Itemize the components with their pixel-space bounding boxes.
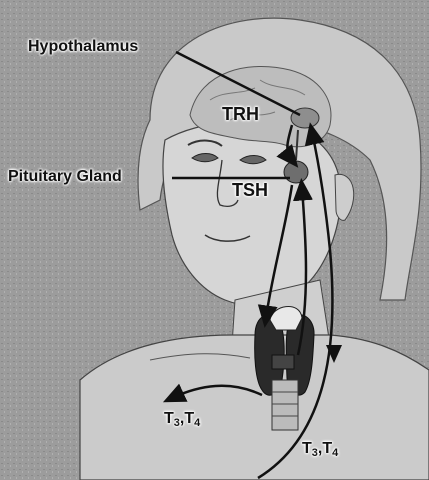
t3-t4-right-t: T xyxy=(302,440,312,457)
hypothalamus-blob xyxy=(291,108,319,128)
tsh-label: TSH xyxy=(232,180,268,201)
hypothalamus-label: Hypothalamus xyxy=(28,38,138,56)
t3-t4-label-right: T3,T4 xyxy=(302,440,338,459)
pituitary-gland-label: Pituitary Gland xyxy=(8,168,122,186)
t3-t4-left-sep: ,T xyxy=(180,410,194,427)
t3-t4-left-sub2: 4 xyxy=(194,417,200,429)
t3-t4-right-sub2: 4 xyxy=(332,447,338,459)
t3-t4-label-left: T3,T4 xyxy=(164,410,200,429)
trh-label: TRH xyxy=(222,104,259,125)
t3-t4-right-sep: ,T xyxy=(318,440,332,457)
pituitary-blob xyxy=(284,161,308,183)
t3-t4-left-t: T xyxy=(164,410,174,427)
